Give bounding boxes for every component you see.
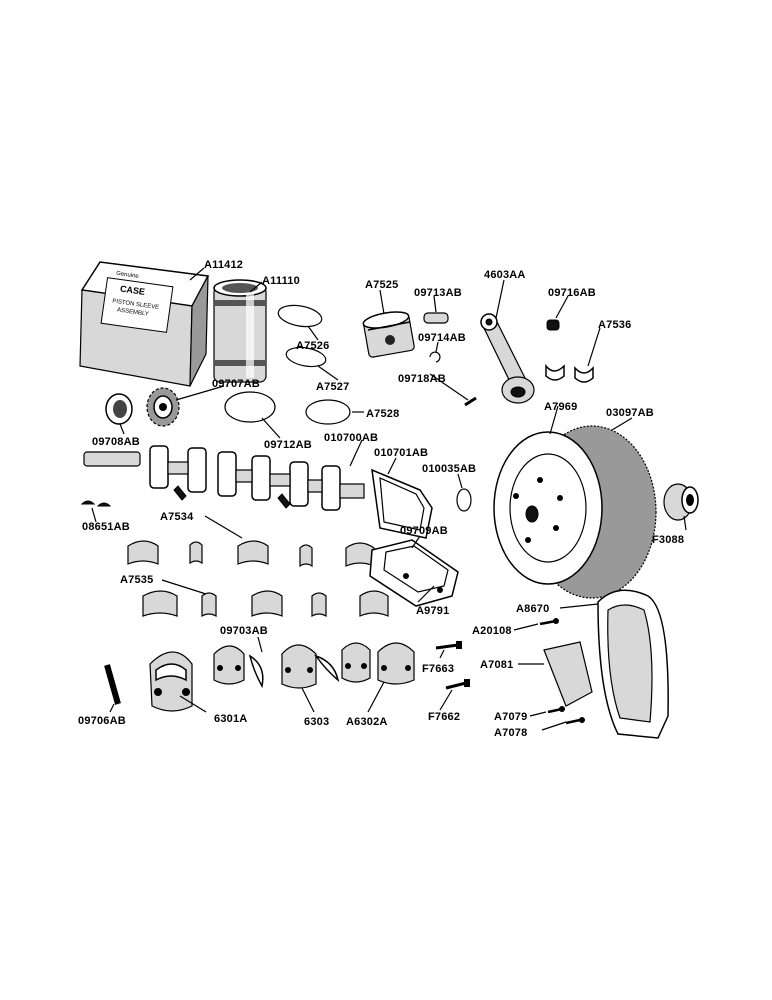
main-bearing-cap-6302a-1 bbox=[213, 645, 245, 685]
thrust-washer-2 bbox=[314, 654, 340, 682]
seal-retainer bbox=[371, 468, 433, 539]
main-bearing-cap-6301a bbox=[149, 651, 193, 712]
rod-bearing-half-1 bbox=[545, 363, 565, 381]
label-010700ab: 010700AB bbox=[324, 432, 378, 444]
label-a7528: A7528 bbox=[366, 408, 399, 420]
main-bearing-cap-6302a-2 bbox=[341, 642, 371, 683]
box-text-brand: CASE bbox=[119, 284, 145, 297]
label-a11110: A11110 bbox=[262, 275, 300, 287]
bolt-f7662 bbox=[445, 679, 470, 690]
oil-seal-bore bbox=[113, 400, 127, 418]
label-6303: 6303 bbox=[304, 716, 329, 728]
label-a11412: A11412 bbox=[204, 259, 243, 271]
thrust-washer-1 bbox=[248, 654, 264, 689]
seal-ring-a7526 bbox=[277, 304, 323, 328]
label-09718ab: 09718AB bbox=[398, 373, 446, 385]
label-a7525: A7525 bbox=[365, 279, 398, 291]
piston-pin bbox=[423, 312, 449, 324]
connecting-rod bbox=[480, 313, 535, 404]
label-09714ab: 09714AB bbox=[418, 332, 466, 344]
woodruff-key-1 bbox=[80, 500, 96, 505]
label-010701ab: 010701AB bbox=[374, 447, 428, 459]
rod-bushing bbox=[546, 319, 560, 331]
pin-retainer bbox=[429, 351, 441, 363]
label-a6302a: A6302A bbox=[346, 716, 388, 728]
inspection-cover bbox=[543, 641, 593, 707]
main-bearing-cap-6302a-3 bbox=[377, 642, 415, 685]
dowel-pin bbox=[104, 664, 121, 705]
gasket-ring bbox=[456, 488, 472, 512]
box-text-genuine: Genuine bbox=[116, 271, 140, 280]
main-bearings-upper bbox=[127, 540, 375, 568]
label-a7534: A7534 bbox=[160, 511, 194, 523]
woodruff-key-2 bbox=[96, 502, 112, 507]
seal-retainer-inner bbox=[379, 477, 425, 531]
label-09713ab: 09713AB bbox=[414, 287, 462, 299]
label-010035ab: 010035AB bbox=[422, 463, 476, 475]
piston-sleeve-kit-box: Genuine CASE PISTON SLEEVE ASSEMBLY bbox=[79, 261, 210, 387]
label-a7526: A7526 bbox=[296, 340, 329, 352]
crankshaft bbox=[83, 445, 365, 511]
leader-lines bbox=[91, 267, 687, 731]
label-a7969: A7969 bbox=[544, 401, 577, 413]
piston bbox=[362, 311, 415, 358]
box-text-contents-2: ASSEMBLY bbox=[117, 307, 149, 317]
lock-screw bbox=[464, 396, 477, 407]
main-bearing-cap-6303 bbox=[281, 644, 317, 689]
label-a7079: A7079 bbox=[494, 711, 527, 723]
flywheel bbox=[493, 425, 657, 599]
label-a7527: A7527 bbox=[316, 381, 349, 393]
label-f7663: F7663 bbox=[422, 663, 454, 675]
label-a8670: A8670 bbox=[516, 603, 549, 615]
label-09708ab: 09708AB bbox=[92, 436, 140, 448]
bolt-a7078 bbox=[565, 717, 585, 725]
label-f3088: F3088 bbox=[652, 534, 684, 546]
label-a20108: A20108 bbox=[472, 625, 512, 637]
label-09707ab: 09707AB bbox=[212, 378, 260, 390]
rod-bearing-half-2 bbox=[574, 366, 594, 383]
label-a7535: A7535 bbox=[120, 574, 153, 586]
label-09703ab: 09703AB bbox=[220, 625, 268, 637]
label-6301a: 6301A bbox=[214, 713, 247, 725]
label-09706ab: 09706AB bbox=[78, 715, 126, 727]
label-09709ab: 09709AB bbox=[400, 525, 448, 537]
label-08651ab: 08651AB bbox=[82, 521, 130, 533]
label-f7662: F7662 bbox=[428, 711, 460, 723]
cylinder-sleeve bbox=[213, 279, 267, 383]
seal-ring-a7527 bbox=[285, 346, 327, 368]
label-a7081: A7081 bbox=[480, 659, 513, 671]
part-number-labels: A11412 A11110 A7525 09713AB 4603AA 09716… bbox=[78, 259, 684, 739]
seal-ring-a7528 bbox=[305, 399, 351, 425]
oring-09712ab bbox=[224, 391, 276, 423]
label-09712ab: 09712AB bbox=[264, 439, 312, 451]
label-a7536: A7536 bbox=[598, 319, 631, 331]
label-a9791: A9791 bbox=[416, 605, 449, 617]
main-bearings-lower bbox=[142, 590, 389, 618]
bolt-f7663 bbox=[435, 641, 462, 650]
bolt-a7079 bbox=[547, 706, 565, 714]
flywheel-housing bbox=[597, 589, 669, 739]
crankshaft-gear bbox=[146, 387, 180, 427]
label-4603aa: 4603AA bbox=[484, 269, 526, 281]
bolt-a20108 bbox=[539, 618, 559, 626]
pilot-bearing bbox=[663, 483, 699, 521]
label-03097ab: 03097AB bbox=[606, 407, 654, 419]
label-a7078: A7078 bbox=[494, 727, 527, 739]
label-09716ab: 09716AB bbox=[548, 287, 596, 299]
